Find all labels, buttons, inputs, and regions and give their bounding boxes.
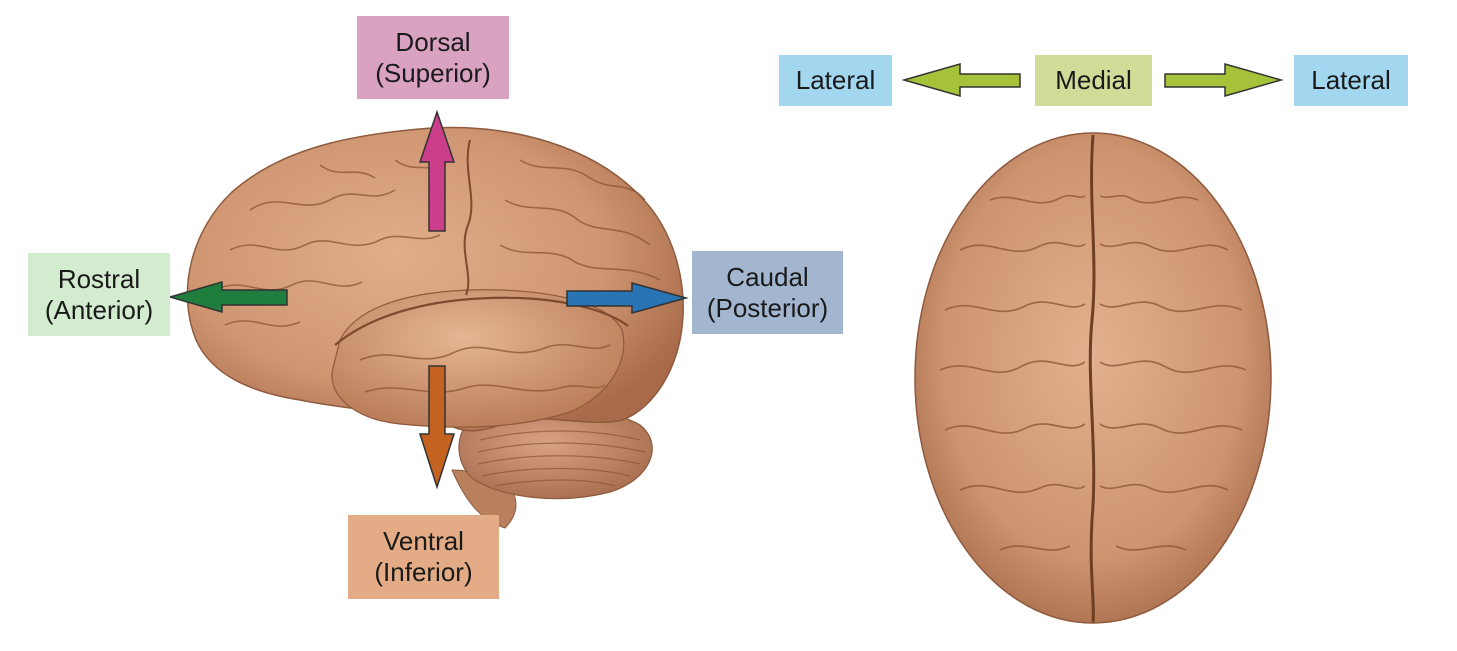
lateral-left-arrow-icon [901, 63, 1021, 97]
caudal-label-term: Caudal [726, 261, 809, 292]
caudal-arrow-icon [566, 282, 689, 314]
cerebellum-folia [477, 430, 646, 487]
rostral-label-term: Rostral [57, 263, 141, 294]
longitudinal-fissure [1088, 134, 1096, 623]
lateral-right-label-text: Lateral [1311, 65, 1391, 95]
ventral-label: Ventral (Inferior) [348, 515, 499, 599]
brain-dorsal-view [914, 132, 1272, 624]
lateral-left-label-text: Lateral [795, 65, 876, 95]
gyri-lines-dorsal [939, 194, 1247, 551]
lateral-left-label: Lateral [779, 55, 892, 106]
rostral-label: Rostral (Anterior) [28, 253, 170, 336]
brain-lateral-view [186, 126, 684, 529]
central-sulcus [463, 139, 473, 296]
caudal-label: Caudal (Posterior) [692, 251, 843, 334]
dorsal-label-term: Dorsal [395, 26, 471, 57]
ventral-label-term: Ventral [383, 526, 464, 556]
cerebrum-dorsal [914, 132, 1272, 624]
medial-label-text: Medial [1055, 65, 1132, 95]
temporal-lobe [331, 289, 625, 428]
dorsal-label: Dorsal (Superior) [357, 16, 509, 99]
lateral-sulcus [334, 296, 629, 346]
dorsal-arrow-icon [418, 109, 456, 232]
lateral-right-arrow-icon [1164, 63, 1284, 97]
arrows [167, 63, 1284, 490]
rostral-arrow-icon [167, 281, 288, 313]
lateral-right-label: Lateral [1294, 55, 1408, 106]
caudal-label-synonym: (Posterior) [706, 292, 829, 323]
gyri-lines-lateral [214, 159, 661, 393]
ventral-arrow-icon [418, 365, 456, 490]
dorsal-label-synonym: (Superior) [375, 57, 491, 88]
ventral-label-synonym: (Inferior) [374, 557, 473, 587]
rostral-label-synonym: (Anterior) [44, 294, 154, 325]
medial-label: Medial [1035, 55, 1152, 106]
